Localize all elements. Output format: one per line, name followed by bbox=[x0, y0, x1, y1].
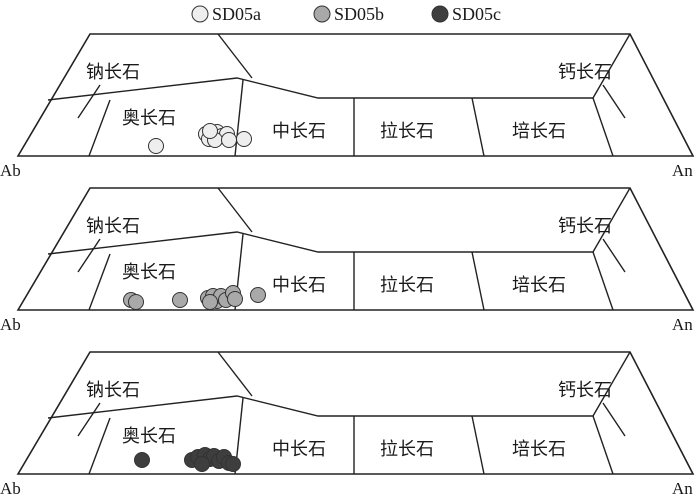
data-point bbox=[194, 456, 210, 472]
albite-leader-line bbox=[77, 238, 101, 273]
field-boundary-oligoclase-andesine bbox=[234, 79, 244, 157]
field-boundary-albite-oligoclase bbox=[88, 99, 111, 157]
legend-label-sd05b: SD05b bbox=[334, 4, 384, 24]
endmember-label-an: An bbox=[672, 161, 693, 180]
field-boundary-upper bbox=[47, 187, 631, 255]
label-oligoclase: 奥长石 bbox=[122, 108, 176, 129]
anorthite-leader-line bbox=[602, 402, 626, 437]
field-boundary-albite-oligoclase bbox=[88, 253, 111, 311]
label-albite: 钠长石 bbox=[86, 380, 140, 401]
data-points-sd05c bbox=[134, 447, 241, 472]
label-anorthite: 钙长石 bbox=[558, 62, 612, 83]
label-andesine: 中长石 bbox=[272, 121, 326, 142]
legend-label-sd05a: SD05a bbox=[212, 4, 261, 24]
field-boundary-bytownite-anorthite bbox=[592, 415, 614, 475]
endmember-label-ab: Ab bbox=[0, 479, 21, 494]
field-boundary-labradorite-bytownite bbox=[471, 97, 485, 157]
data-point bbox=[227, 291, 243, 307]
legend-marker-sd05c bbox=[431, 5, 449, 23]
data-point bbox=[221, 132, 237, 148]
field-boundary-upper bbox=[47, 351, 631, 419]
panel-sd05a: 钠长石 奥长石 中长石 拉长石 培长石 钙长石 Ab An bbox=[0, 33, 695, 180]
legend-item-sd05b: SD05b bbox=[313, 4, 384, 24]
label-bytownite: 培长石 bbox=[512, 121, 566, 142]
data-point bbox=[250, 287, 266, 303]
field-boundary-oligoclase-top bbox=[217, 33, 253, 79]
panel-frame bbox=[16, 33, 695, 157]
panel-frame bbox=[16, 351, 695, 475]
legend-marker-sd05a bbox=[191, 5, 209, 23]
endmember-label-an: An bbox=[672, 479, 693, 494]
panel-sd05b: 钠长石 奥长石 中长石 拉长石 培长石 钙长石 Ab An bbox=[0, 187, 695, 334]
anorthite-leader-line bbox=[602, 238, 626, 273]
field-boundary-bytownite-anorthite bbox=[592, 97, 614, 157]
field-boundary-upper bbox=[47, 33, 631, 101]
legend-item-sd05c: SD05c bbox=[431, 4, 501, 24]
albite-leader-line bbox=[77, 84, 101, 119]
data-point bbox=[148, 138, 164, 154]
legend-label-sd05c: SD05c bbox=[452, 4, 501, 24]
label-bytownite: 培长石 bbox=[512, 439, 566, 460]
data-points-sd05a bbox=[148, 123, 252, 154]
label-andesine: 中长石 bbox=[272, 439, 326, 460]
field-boundary-bytownite-anorthite bbox=[592, 251, 614, 311]
label-oligoclase: 奥长石 bbox=[122, 262, 176, 283]
data-point bbox=[172, 292, 188, 308]
legend-item-sd05a: SD05a bbox=[191, 4, 261, 24]
label-albite: 钠长石 bbox=[86, 216, 140, 237]
data-point bbox=[225, 456, 241, 472]
legend-marker-sd05b bbox=[313, 5, 331, 23]
field-boundary-albite-oligoclase bbox=[88, 417, 111, 475]
legend: SD05a SD05b SD05c bbox=[191, 4, 501, 24]
data-point bbox=[202, 123, 218, 139]
label-anorthite: 钙长石 bbox=[558, 380, 612, 401]
label-andesine: 中长石 bbox=[272, 275, 326, 296]
albite-leader-line bbox=[77, 402, 101, 437]
panel-frame bbox=[16, 187, 695, 311]
label-labradorite: 拉长石 bbox=[380, 121, 434, 142]
label-bytownite: 培长石 bbox=[512, 275, 566, 296]
endmember-label-an: An bbox=[672, 315, 693, 334]
label-labradorite: 拉长石 bbox=[380, 439, 434, 460]
panel-sd05c: 钠长石 奥长石 中长石 拉长石 培长石 钙长石 Ab An bbox=[0, 351, 695, 494]
label-labradorite: 拉长石 bbox=[380, 275, 434, 296]
field-boundary-labradorite-bytownite bbox=[471, 415, 485, 475]
endmember-label-ab: Ab bbox=[0, 315, 21, 334]
field-boundary-oligoclase-top bbox=[217, 351, 253, 397]
label-albite: 钠长石 bbox=[86, 62, 140, 83]
field-boundary-oligoclase-top bbox=[217, 187, 253, 233]
data-point bbox=[134, 452, 150, 468]
label-oligoclase: 奥长石 bbox=[122, 426, 176, 447]
anorthite-leader-line bbox=[602, 84, 626, 119]
field-boundary-labradorite-bytownite bbox=[471, 251, 485, 311]
label-anorthite: 钙长石 bbox=[558, 216, 612, 237]
data-points-sd05b bbox=[123, 285, 266, 310]
endmember-label-ab: Ab bbox=[0, 161, 21, 180]
data-point bbox=[236, 131, 252, 147]
data-point bbox=[202, 294, 218, 310]
data-point bbox=[128, 294, 144, 310]
